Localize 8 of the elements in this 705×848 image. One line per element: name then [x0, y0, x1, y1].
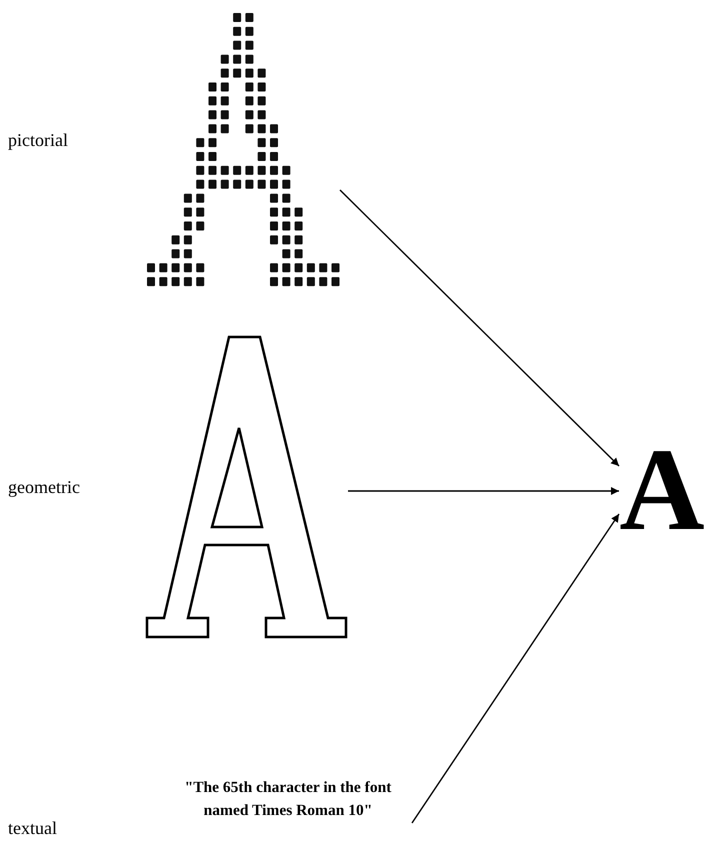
- arrow: [340, 190, 620, 466]
- arrow: [411, 514, 620, 824]
- row-label: geometric: [8, 477, 80, 498]
- target-letter: A: [619, 428, 705, 552]
- arrow: [348, 487, 619, 495]
- row-label: pictorial: [8, 130, 68, 151]
- row-label: textual: [8, 818, 57, 839]
- quoted-description: "The 65th character in the font named Times Roman 10": [184, 778, 392, 821]
